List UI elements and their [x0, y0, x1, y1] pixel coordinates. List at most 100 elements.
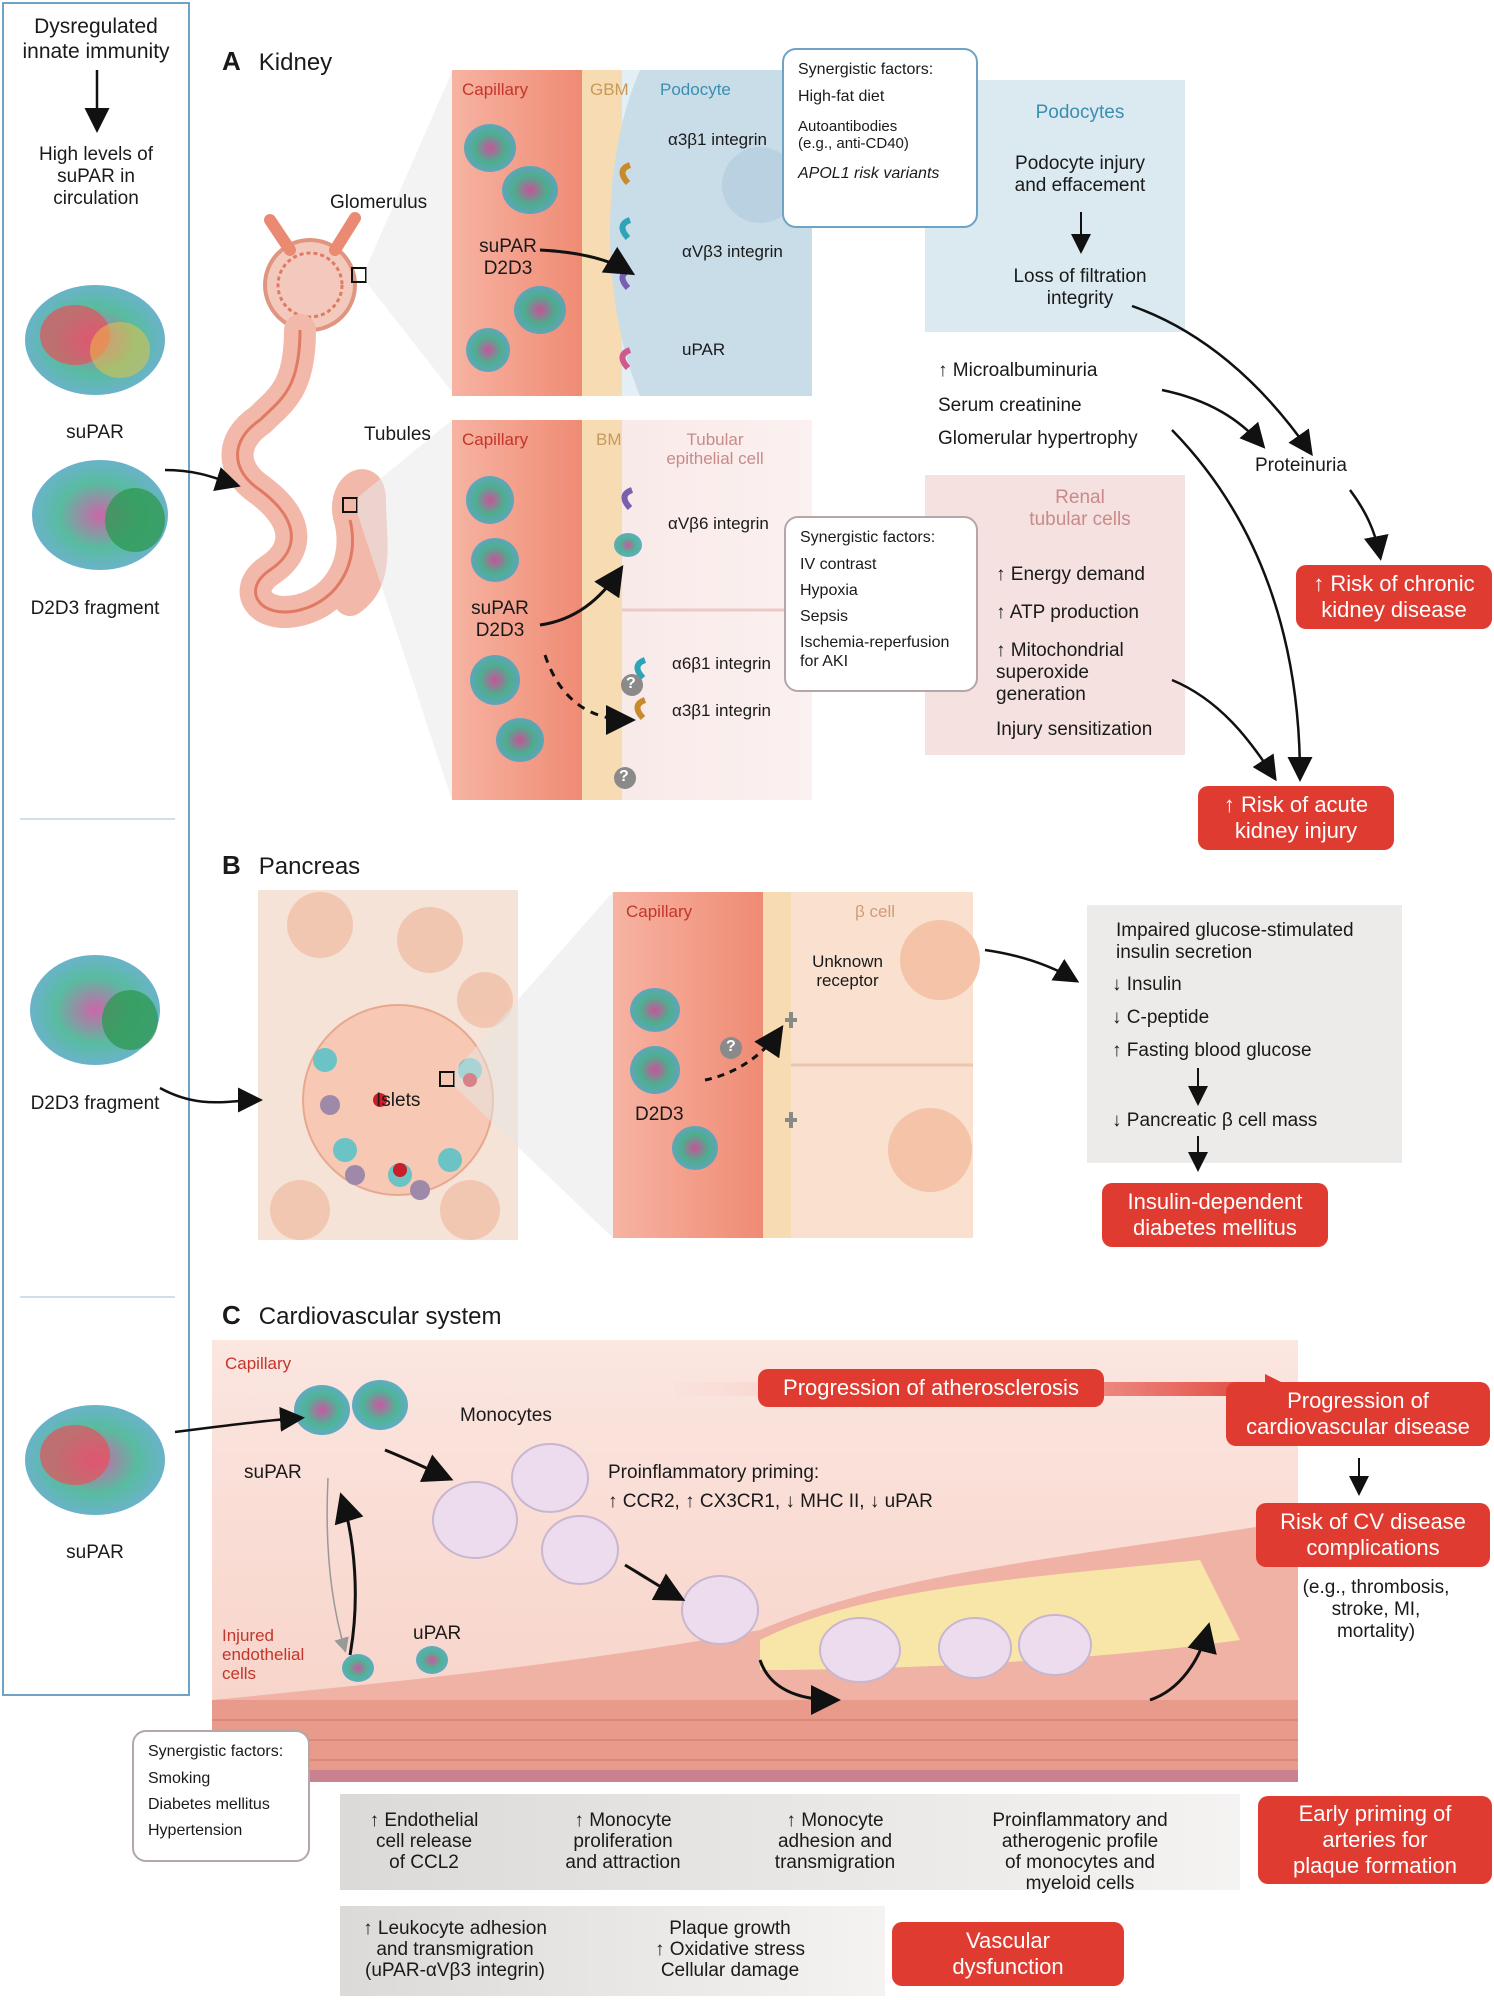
sidebar-d2d3-label-2: D2D3 fragment: [30, 1093, 160, 1114]
d2d3-protein-icon-1: [32, 460, 168, 570]
proteinuria-label: Proteinuria: [1255, 455, 1347, 476]
section-c-letter: C: [222, 1300, 241, 1330]
priming-title: Proinflammatory priming:: [608, 1462, 820, 1483]
section-a-letter: A: [222, 46, 241, 76]
tub-avb6-label: αVβ6 integrin: [668, 514, 769, 533]
section-b-title: Pancreas: [258, 853, 361, 880]
section-c-heading: C Cardiovascular system: [222, 1300, 502, 1331]
section-b-heading: B Pancreas: [222, 850, 360, 881]
tub-synergy-item1: IV contrast: [800, 556, 877, 573]
glom-upar-label: uPAR: [682, 340, 726, 359]
tub-capillary-label: Capillary: [462, 430, 529, 449]
tub-synergy-title: Synergistic factors:: [800, 529, 936, 546]
sidebar-title: Dysregulated innate immunity: [22, 15, 170, 63]
tub-q1-icon: ?: [626, 675, 636, 692]
pancreas-q-icon: ?: [726, 1038, 736, 1055]
d2d3-protein-icon-2: [30, 955, 160, 1065]
serum-creatinine-label: Serum creatinine: [938, 395, 1082, 416]
microalbuminuria-label: ↑ Microalbuminuria: [938, 360, 1098, 381]
atp-production: ↑ ATP production: [996, 602, 1139, 623]
tub-a3b1-label: α3β1 integrin: [672, 701, 771, 720]
tub-synergy-item2: Hypoxia: [800, 582, 858, 599]
cv-synergy-title: Synergistic factors:: [148, 1743, 284, 1760]
tub-synergy-item4: Ischemia-reperfusion for AKI: [800, 634, 950, 670]
tub-synergy-box: Synergistic factors: IV contrast Hypoxia…: [784, 516, 978, 692]
early-priming-box: Early priming of arteries for plaque for…: [1258, 1796, 1492, 1884]
glom-synergy-item1: High-fat diet: [798, 88, 885, 105]
glom-synergy-box: Synergistic factors: High-fat diet Autoa…: [782, 48, 978, 228]
glom-synergy-item2: Autoantibodies (e.g., anti-CD40): [798, 118, 909, 152]
cv-synergy-item3: Hypertension: [148, 1822, 243, 1839]
sidebar-divider-1: [20, 818, 175, 820]
flow1-step3: ↑ Monocyte adhesion and transmigration: [774, 1810, 896, 1873]
vascular-dysfunction-box: Vascular dysfunction: [892, 1922, 1124, 1986]
beta-cell-mass-label: ↓ Pancreatic β cell mass: [1112, 1110, 1318, 1131]
energy-demand: ↑ Energy demand: [996, 564, 1145, 585]
flow2-step2: Plaque growth ↑ Oxidative stress Cellula…: [655, 1918, 805, 1981]
flow2-band: [340, 1906, 885, 1996]
cvd-progression-box: Progression of cardiovascular disease: [1226, 1382, 1490, 1446]
cv-synergy-item2: Diabetes mellitus: [148, 1796, 270, 1813]
tubules-label: Tubules: [364, 424, 431, 445]
sidebar-d2d3-label-1: D2D3 fragment: [30, 598, 160, 619]
section-b-letter: B: [222, 850, 241, 880]
injured-endothelial-label: Injured endothelial cells: [222, 1626, 305, 1683]
acinar-cells: [270, 892, 513, 1240]
cv-synergy-item1: Smoking: [148, 1770, 211, 1787]
sidebar-supar-label-1: suPAR: [66, 422, 124, 443]
flow1-step2: ↑ Monocyte proliferation and attraction: [565, 1810, 681, 1873]
mito-superoxide: ↑ Mitochondrial superoxide generation: [996, 640, 1124, 705]
sidebar-high-levels: High levels of suPAR in circulation: [38, 144, 154, 209]
supar-protein-icon-1: [25, 285, 165, 395]
cv-complications-examples: (e.g., thrombosis, stroke, MI, mortality…: [1302, 1577, 1450, 1642]
priming-markers: ↑ CCR2, ↑ CX3CR1, ↓ MHC II, ↓ uPAR: [608, 1491, 933, 1512]
diabetes-box: Insulin-dependent diabetes mellitus: [1102, 1183, 1328, 1247]
glomerular-panel: [452, 70, 812, 396]
flow1-step1: ↑ Endothelial cell release of CCL2: [369, 1810, 479, 1873]
glom-supar-d2d3-label: suPAR D2D3: [479, 236, 537, 279]
nephron-illustration: [221, 212, 388, 628]
glom-podocyte-label: Podocyte: [660, 80, 731, 99]
cv-synergy-box: Synergistic factors: Smoking Diabetes me…: [132, 1730, 310, 1862]
renal-tubular-title: Renal tubular cells: [1029, 487, 1131, 530]
pancreas-d2d3-label: D2D3: [635, 1104, 684, 1125]
flow2-step1: ↑ Leukocyte adhesion and transmigration …: [363, 1918, 547, 1981]
insulin-label: ↓ Insulin: [1112, 974, 1182, 995]
sidebar-divider-2: [20, 1296, 175, 1298]
glom-proteins: [464, 124, 566, 372]
atherosclerosis-box: Progression of atherosclerosis: [758, 1369, 1104, 1407]
glom-proteins-2: [466, 476, 642, 762]
glom-gbm-label: GBM: [590, 80, 629, 99]
cv-supar-label: suPAR: [244, 1462, 302, 1483]
c-peptide-label: ↓ C-peptide: [1112, 1007, 1210, 1028]
tub-epithelial-label: Tubular epithelial cell: [666, 430, 764, 468]
section-a-heading: A Kidney: [222, 46, 332, 77]
sidebar-supar-label-2: suPAR: [66, 1542, 124, 1563]
tub-synergy-item3: Sepsis: [800, 608, 849, 625]
glom-a3b1-label: α3β1 integrin: [668, 130, 767, 149]
section-c-title: Cardiovascular system: [258, 1303, 502, 1330]
ckd-risk-box: ↑ Risk of chronic kidney disease: [1296, 565, 1492, 629]
pancreas-capillary-label: Capillary: [626, 902, 693, 921]
flow1-band: [340, 1794, 1240, 1890]
podocytes-title: Podocytes: [1035, 102, 1125, 123]
monocytes-label: Monocytes: [460, 1405, 552, 1426]
section-a-title: Kidney: [258, 49, 333, 76]
glomerular-hypertrophy-label: Glomerular hypertrophy: [938, 428, 1138, 449]
tub-supar-d2d3-label: suPAR D2D3: [471, 598, 529, 641]
tub-bm-label: BM: [596, 430, 622, 449]
unknown-receptor-label: Unknown receptor: [812, 952, 883, 990]
tub-a6b1-label: α6β1 integrin: [672, 654, 771, 673]
islets-label: Islets: [376, 1090, 421, 1111]
monocytes: [432, 1443, 1092, 1683]
cv-upar-label: uPAR: [413, 1623, 462, 1644]
podocyte-injury: Podocyte injury and effacement: [1014, 153, 1146, 196]
fasting-glucose-label: ↑ Fasting blood glucose: [1112, 1040, 1312, 1061]
aki-risk-box: ↑ Risk of acute kidney injury: [1198, 786, 1394, 850]
loss-filtration: Loss of filtration integrity: [1013, 266, 1147, 309]
glom-synergy-item3: APOL1 risk variants: [798, 165, 940, 182]
glom-synergy-title: Synergistic factors:: [798, 61, 934, 78]
glom-avb3-label: αVβ3 integrin: [682, 242, 783, 261]
cv-capillary-label: Capillary: [225, 1354, 292, 1373]
